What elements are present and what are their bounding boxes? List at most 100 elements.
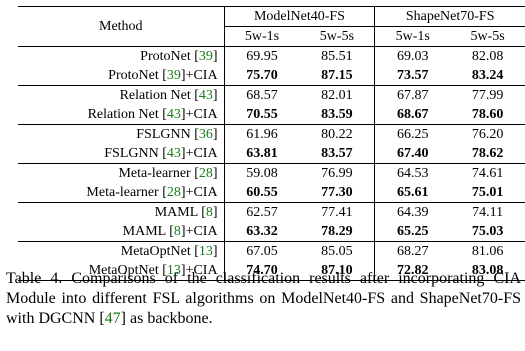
method-name-cell: Relation Net [43]	[18, 85, 225, 105]
value-cell: 62.57	[224, 202, 300, 222]
value-cell: 83.59	[299, 105, 376, 125]
method-name-cell: ProtoNet [39]	[18, 46, 225, 66]
setting-header: 5w-5s	[299, 26, 376, 47]
value-cell: 69.03	[374, 46, 451, 66]
value-cell: 81.06	[450, 241, 525, 261]
value-cell: 76.20	[450, 124, 525, 144]
method-name-cell: FSLGNN [43]+CIA	[18, 144, 225, 164]
method-suffix: +CIA	[185, 223, 218, 239]
method-name-cell: MAML [8]+CIA	[18, 222, 225, 242]
value-cell: 64.53	[374, 163, 451, 183]
value-cell: 67.87	[374, 85, 451, 105]
value-cell: 83.57	[299, 144, 376, 164]
value-cell: 87.10	[299, 261, 376, 281]
value-cell: 78.62	[471, 145, 504, 161]
value-cell: 75.03	[471, 223, 504, 239]
method-name-cell: ProtoNet [39]+CIA	[18, 66, 225, 86]
citation-link[interactable]: 28	[166, 184, 181, 200]
method-name: Relation Net	[119, 87, 191, 103]
method-name: FSLGNN	[104, 145, 159, 161]
value-cell: 87.15	[299, 66, 376, 86]
citation-link[interactable]: 8	[205, 204, 213, 220]
value-cell: 76.99	[299, 163, 376, 183]
citation-link[interactable]: 28	[198, 165, 213, 181]
setting-header: 5w-1s	[395, 28, 430, 44]
value-cell: 63.81	[246, 145, 278, 161]
method-suffix: +CIA	[185, 262, 218, 278]
table-row: FSLGNN [43]+CIA 63.81 83.57 67.40 78.62	[18, 144, 525, 164]
citation-link[interactable]: 43	[166, 106, 181, 122]
method-suffix: +CIA	[185, 106, 218, 122]
dataset-header-row: Method ModelNet40-FS ShapeNet70-FS	[18, 6, 525, 47]
method-suffix: +CIA	[185, 67, 218, 83]
setting-header: 5w-5s	[470, 28, 505, 44]
value-cell: 83.24	[471, 67, 504, 83]
results-table: Method ModelNet40-FS ShapeNet70-FS 5w-1s…	[18, 6, 525, 281]
citation-link[interactable]: 39	[198, 48, 213, 64]
citation-link[interactable]: 39	[166, 67, 181, 83]
value-cell: 85.05	[299, 241, 376, 261]
value-cell: 82.08	[450, 46, 525, 66]
citation-link[interactable]: 47	[104, 310, 121, 327]
citation-link[interactable]: 13	[166, 262, 181, 278]
value-cell: 77.99	[450, 85, 525, 105]
value-cell: 65.61	[397, 184, 429, 200]
setting-header: 5w-1s	[244, 28, 280, 44]
value-cell: 68.27	[374, 241, 451, 261]
table-row: Relation Net [43]+CIA 70.55 83.59 68.67 78.6…	[18, 105, 525, 125]
value-cell: 67.05	[224, 241, 300, 261]
citation-link[interactable]: 13	[198, 243, 213, 259]
setting-header-row: 5w-1s 5w-5s 5w-1s 5w-5s	[18, 26, 525, 47]
method-name: ProtoNet	[108, 67, 159, 83]
citation-link[interactable]: 43	[198, 87, 213, 103]
method-name: Meta-learner	[86, 184, 159, 200]
value-cell: 80.22	[299, 124, 376, 144]
method-name-cell: MetaOptNet [13]	[18, 241, 225, 261]
value-cell: 63.32	[246, 223, 278, 239]
table-row: MAML [8]+CIA 63.32 78.29 65.25 75.03	[18, 222, 525, 242]
method-name: FSLGNN	[136, 126, 191, 142]
citation-link[interactable]: 43	[166, 145, 181, 161]
value-cell: 74.61	[450, 163, 525, 183]
method-name: MetaOptNet	[120, 243, 191, 259]
value-cell: 78.29	[299, 222, 376, 242]
dataset-header-modelnet: ModelNet40-FS	[224, 6, 376, 27]
value-cell: 85.51	[299, 46, 376, 66]
value-cell: 74.70	[224, 261, 300, 281]
method-name-cell: Meta-learner [28]+CIA	[18, 183, 225, 203]
value-cell: 65.25	[397, 223, 429, 239]
value-cell: 73.57	[397, 67, 429, 83]
citation-link[interactable]: 8	[173, 223, 181, 239]
value-cell: 82.01	[299, 85, 376, 105]
value-cell: 78.60	[471, 106, 504, 122]
method-name-cell: FSLGNN [36]	[18, 124, 225, 144]
method-name-cell: Relation Net [43]+CIA	[18, 105, 225, 125]
method-suffix: +CIA	[185, 184, 218, 200]
table-caption: Table 4. Comparisons of the classificati…	[6, 270, 521, 327]
citation-link[interactable]: 36	[198, 126, 213, 142]
caption-text-end: as backbone.	[126, 310, 213, 327]
value-cell: 68.67	[397, 106, 429, 122]
value-cell: 67.40	[397, 145, 429, 161]
value-cell: 66.25	[374, 124, 451, 144]
value-cell: 72.82	[374, 261, 451, 281]
value-cell: 59.08	[224, 163, 300, 183]
value-cell: 77.30	[299, 183, 376, 203]
method-name: ProtoNet	[140, 48, 191, 64]
dataset-header-shapenet: ShapeNet70-FS	[374, 6, 525, 27]
method-name-cell: MAML [8]	[18, 202, 225, 222]
value-cell: 68.57	[224, 85, 300, 105]
value-cell: 64.39	[374, 202, 451, 222]
method-suffix: +CIA	[185, 145, 218, 161]
value-cell: 70.55	[246, 106, 278, 122]
method-name: MAML	[122, 223, 166, 239]
method-name-cell: Meta-learner [28]	[18, 163, 225, 183]
